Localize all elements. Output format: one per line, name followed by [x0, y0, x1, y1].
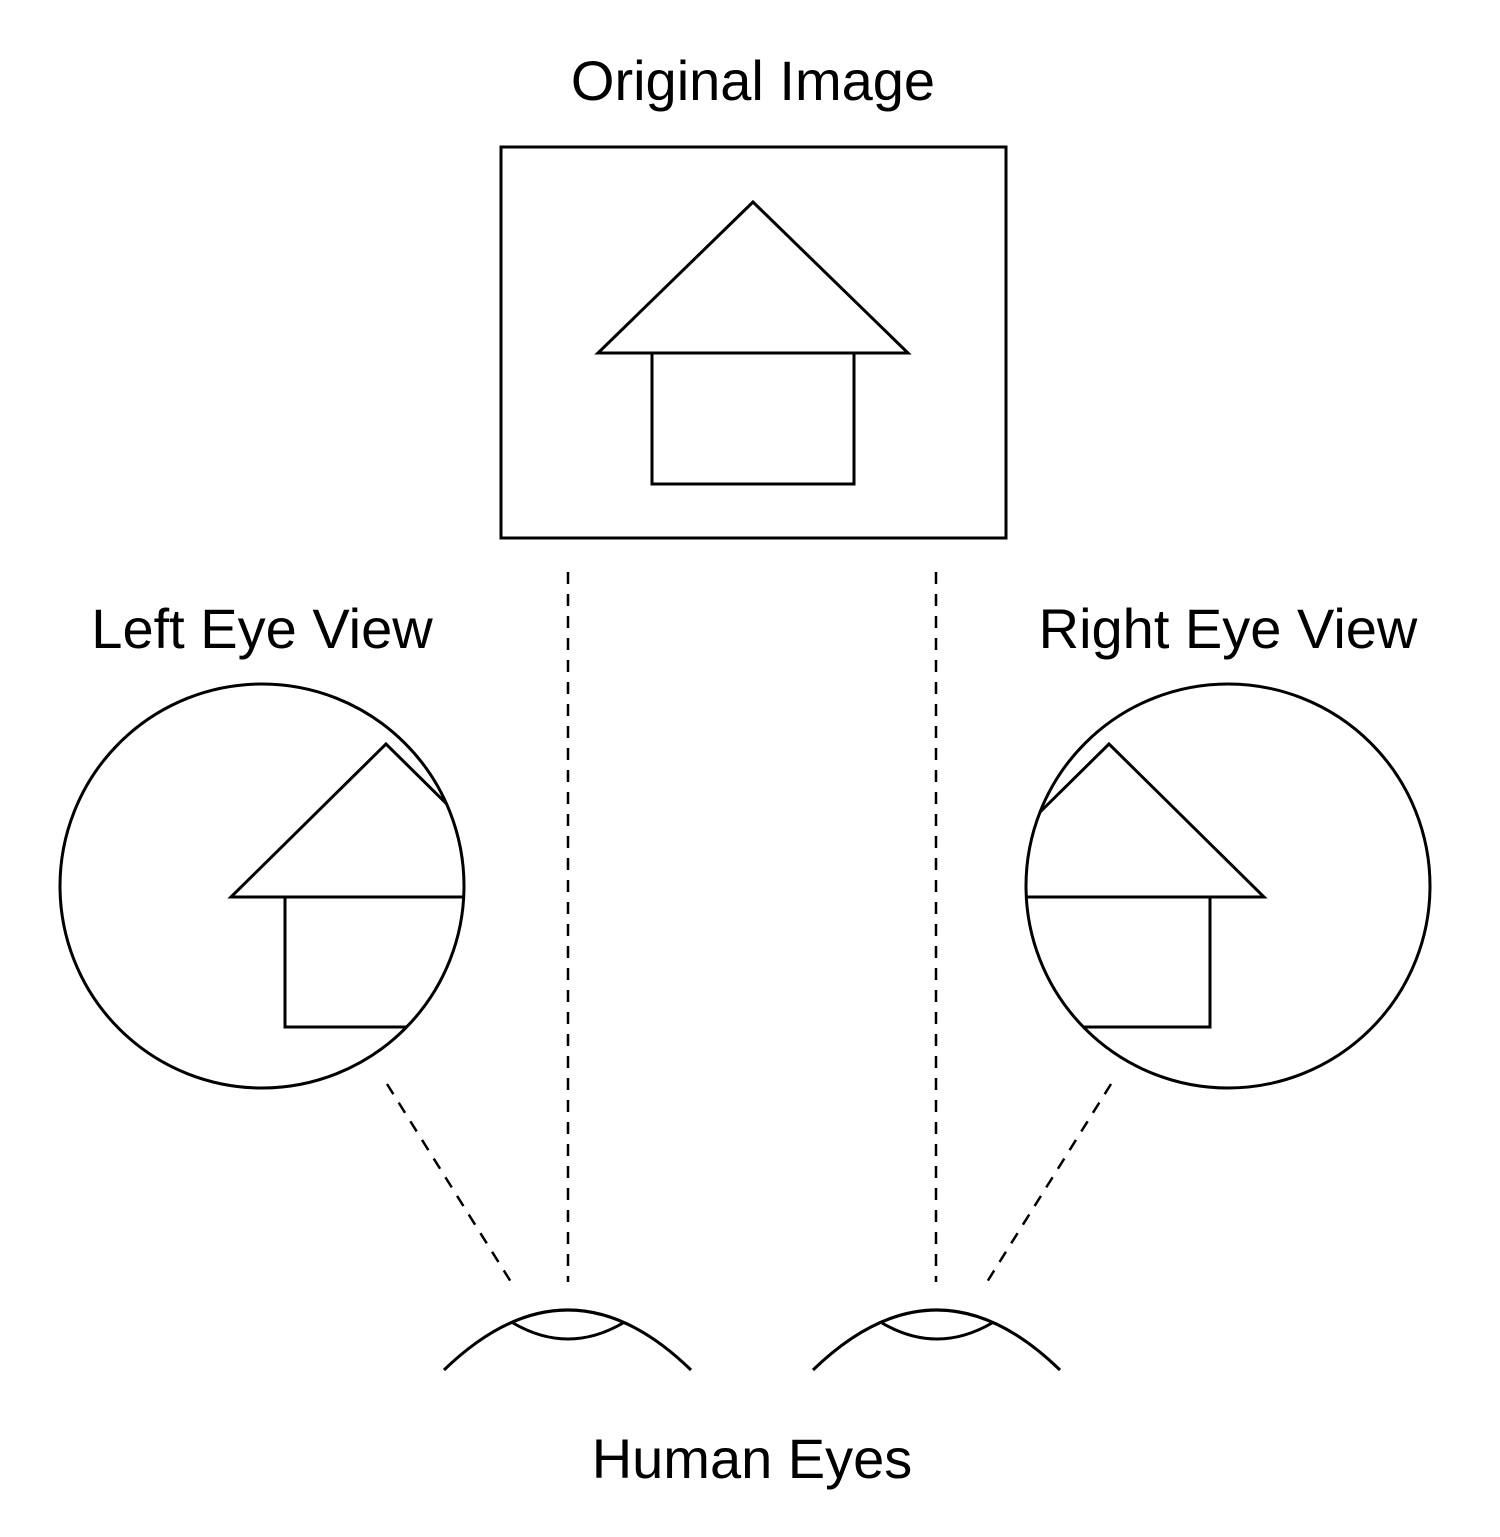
left-eye-view-label: Left Eye View — [91, 597, 433, 660]
right-view-house-body — [1026, 895, 1212, 1029]
left-eye-view-circle — [58, 682, 466, 1090]
right-eye-angled-sightline — [985, 1083, 1113, 1283]
left-eye-angled-sightline — [385, 1083, 513, 1283]
original-image-panel — [499, 145, 1008, 540]
right-view-house-roof — [1026, 741, 1268, 899]
original-image-frame — [499, 145, 1008, 540]
house-body — [650, 351, 856, 486]
left-view-house-body — [283, 895, 464, 1029]
right-eye-icon — [811, 1308, 1062, 1372]
right-eye-view-circle — [1024, 682, 1432, 1090]
right-eye-view-panel — [1024, 682, 1432, 1090]
original-image-label: Original Image — [571, 49, 935, 112]
human-eyes-label: Human Eyes — [592, 1427, 913, 1490]
left-view-house-roof — [227, 741, 464, 899]
house-roof — [594, 199, 912, 355]
left-eye-icon — [442, 1308, 693, 1372]
right-eye-view-label: Right Eye View — [1039, 597, 1418, 660]
left-eye-view-panel — [58, 682, 466, 1090]
